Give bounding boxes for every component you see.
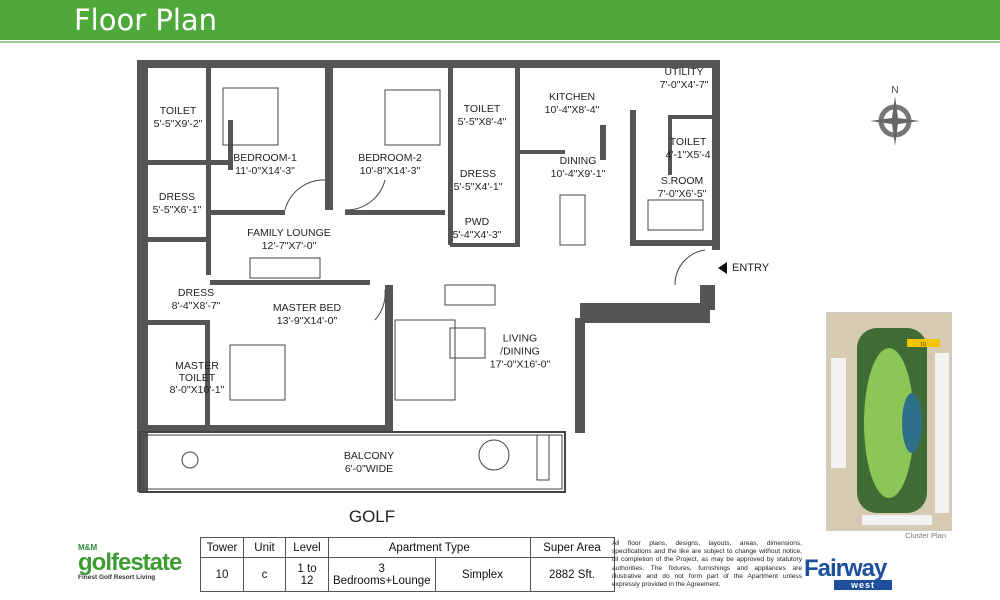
golfestate-logo: M&M golfestate Finest Golf Resort Living (78, 543, 182, 581)
disclaimer-text: All floor plans, designs, layouts, areas… (612, 540, 802, 589)
entry-label: ENTRY (732, 262, 770, 274)
header-super-area: Super Area (529, 537, 615, 558)
highlighted-tower-10 (907, 339, 940, 347)
cell-tower: 10 (200, 557, 244, 592)
header-unit: Unit (243, 537, 286, 558)
header-bar (0, 0, 1000, 40)
cluster-plan-map: 10 (826, 312, 952, 531)
svg-text:10: 10 (920, 342, 926, 348)
table-header-row: Tower Unit Level Apartment Type Super Ar… (200, 537, 615, 558)
cell-level: 1 to 12 (285, 557, 329, 592)
page-title: Floor Plan (74, 3, 218, 37)
cell-layout-type: Simplex (434, 557, 531, 592)
compass-rose-icon (870, 96, 920, 146)
unit-details-table: Tower Unit Level Apartment Type Super Ar… (200, 537, 615, 592)
header-apartment-type: Apartment Type (328, 537, 531, 558)
cell-apartment-type: 3 Bedrooms+Lounge (328, 557, 436, 592)
golf-label: GOLF (348, 507, 396, 526)
header-level: Level (285, 537, 329, 558)
cell-super-area: 2882 Sft. (529, 557, 615, 592)
entry-marker: ENTRY (718, 262, 769, 274)
north-label: N (891, 85, 899, 96)
header-divider (0, 41, 1000, 43)
table-row: 10 c 1 to 12 3 Bedrooms+Lounge Simplex 2… (200, 557, 615, 592)
cell-unit: c (243, 557, 286, 592)
walls (137, 60, 720, 492)
cluster-plan-caption: Cluster Plan (905, 531, 946, 540)
fairway-west-logo: Fairway west (804, 557, 892, 590)
entry-arrow-icon (718, 262, 727, 274)
compass: N (870, 85, 920, 151)
header-tower: Tower (200, 537, 244, 558)
